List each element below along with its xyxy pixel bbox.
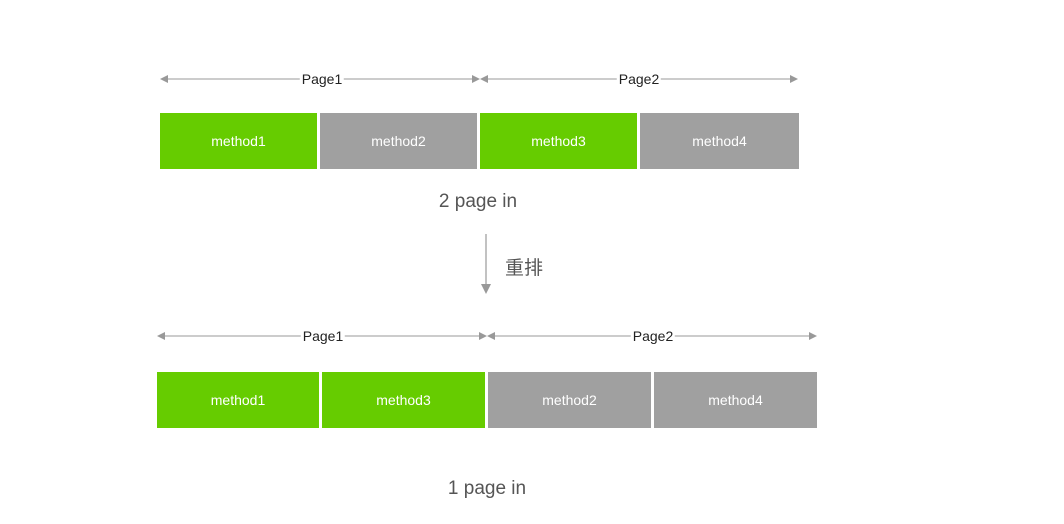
method-label: method1 — [210, 392, 266, 408]
after-method-block: method4 — [654, 372, 817, 428]
before-method-block: method4 — [640, 113, 799, 169]
after-caption: 1 page in — [447, 478, 527, 499]
method-label: method2 — [371, 133, 426, 149]
before-method-block: method2 — [320, 113, 477, 169]
method-label: method1 — [211, 133, 266, 149]
after-page1-span: Page1 — [157, 327, 487, 345]
before-page1-label: Page1 — [299, 70, 345, 88]
before-method-row: method1 method2 method3 method4 — [160, 113, 799, 169]
after-method-block: method1 — [157, 372, 319, 428]
after-method-block: method3 — [322, 372, 485, 428]
before-page1-span: Page1 — [160, 70, 480, 88]
method-label: method3 — [531, 133, 586, 149]
after-page1-label: Page1 — [300, 327, 346, 345]
method-label: method4 — [708, 392, 763, 408]
method-label: method4 — [692, 133, 747, 149]
after-method-block: method2 — [488, 372, 651, 428]
after-method-row: method1 method3 method2 method4 — [157, 372, 817, 428]
before-page2-span: Page2 — [480, 70, 798, 88]
method-label: method2 — [542, 392, 597, 408]
after-page2-label: Page2 — [630, 327, 676, 345]
before-page2-label: Page2 — [616, 70, 662, 88]
after-page2-span: Page2 — [487, 327, 817, 345]
before-caption: 2 page in — [438, 191, 518, 212]
before-method-block: method1 — [160, 113, 317, 169]
method-label: method3 — [376, 392, 431, 408]
before-method-block: method3 — [480, 113, 637, 169]
transition-label: 重排 — [505, 257, 544, 279]
arrow-down-icon — [481, 234, 491, 294]
